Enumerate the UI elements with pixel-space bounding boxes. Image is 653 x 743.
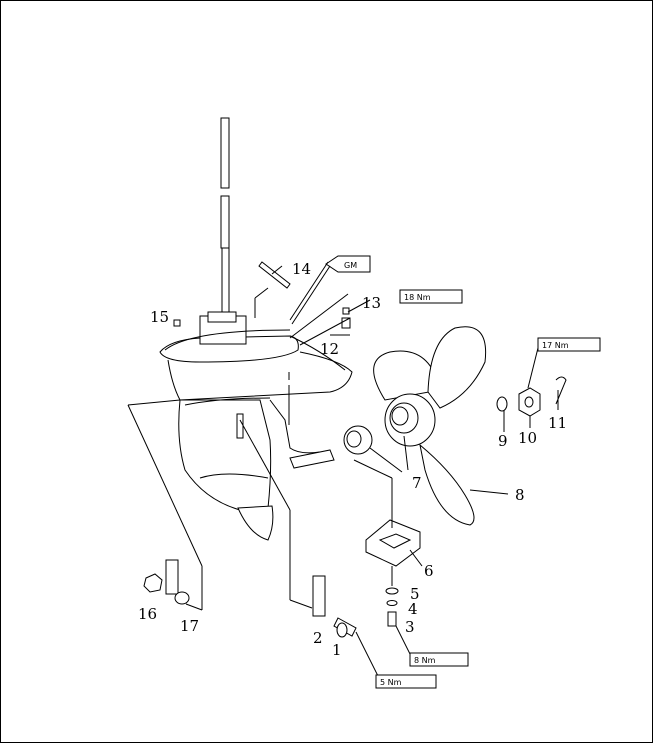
sealant-tube <box>289 255 371 325</box>
anode-16 <box>143 573 163 593</box>
anode-6 <box>353 459 421 567</box>
torque-box-5nm: 5 Nm <box>375 674 437 689</box>
torque-box-18nm: 18 Nm <box>399 289 463 304</box>
torque-box-17nm: 17 Nm <box>537 337 601 352</box>
plug-15 <box>173 319 181 327</box>
nut-10 <box>518 347 541 417</box>
screw-1 <box>333 617 379 677</box>
thrust-washer-7 <box>343 425 403 473</box>
callout-14: 14 <box>292 260 311 278</box>
torque-label: 5 Nm <box>380 678 402 687</box>
washer-5 <box>385 587 399 595</box>
drive-shaft <box>220 117 230 338</box>
torque-label: 17 Nm <box>542 341 569 350</box>
bolt-3 <box>387 566 411 655</box>
callout-4: 4 <box>408 600 418 618</box>
callout-8: 8 <box>515 486 525 504</box>
callout-3: 3 <box>405 618 415 636</box>
callout-9: 9 <box>498 432 508 450</box>
torque-label: 18 Nm <box>404 293 431 302</box>
callout-17: 17 <box>180 617 199 635</box>
callout-7: 7 <box>412 474 422 492</box>
cotter-pin-11 <box>555 376 567 410</box>
gearcase-housing <box>159 311 353 541</box>
callout-12: 12 <box>320 340 339 358</box>
callout-6: 6 <box>424 562 434 580</box>
callout-1: 1 <box>332 641 342 659</box>
callout-15: 15 <box>150 308 169 326</box>
bracket-2 <box>239 419 326 617</box>
grommet-14 <box>258 261 291 289</box>
callout-16: 16 <box>138 605 157 623</box>
torque-label: 8 Nm <box>414 656 436 665</box>
callout-5: 5 <box>410 585 420 603</box>
anode-17 <box>127 399 203 611</box>
callout-2: 2 <box>313 629 323 647</box>
washer-4 <box>386 600 398 606</box>
callout-13: 13 <box>362 294 381 312</box>
torque-box-8nm: 8 Nm <box>409 652 469 667</box>
callout-11: 11 <box>548 414 567 432</box>
bolt-13 <box>289 293 351 346</box>
sealant-label: GM <box>344 261 357 270</box>
washer-9 <box>496 396 508 412</box>
callout-10: 10 <box>518 429 537 447</box>
leader-lines <box>254 287 531 567</box>
propeller <box>373 326 487 526</box>
